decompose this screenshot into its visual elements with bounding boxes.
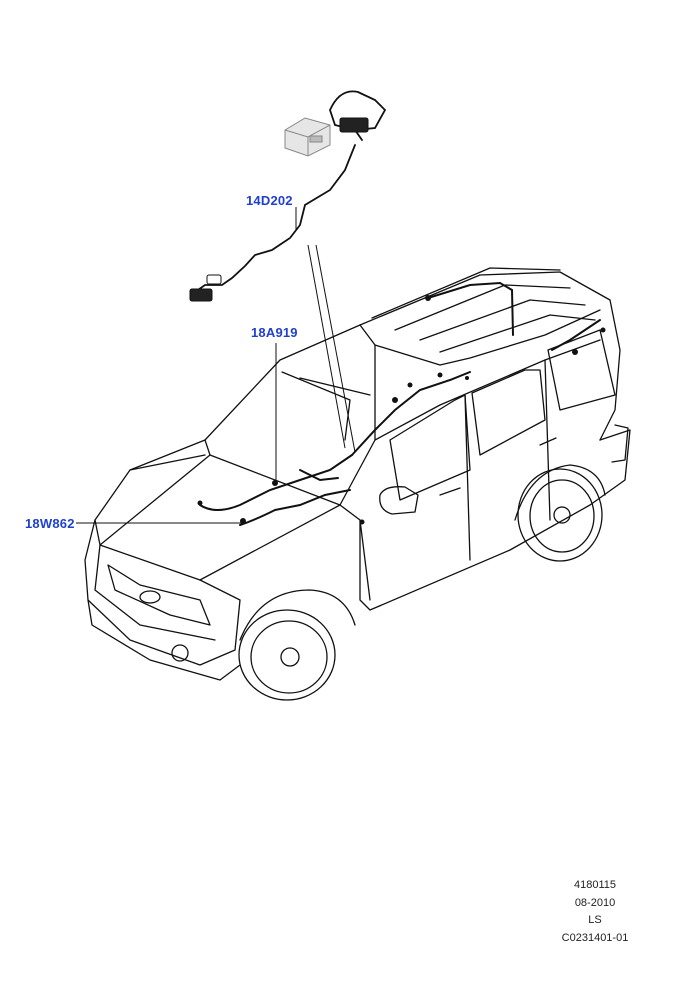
drawing-code: C0231401-01 bbox=[561, 932, 629, 944]
callout-18a919: 18A919 bbox=[251, 325, 298, 340]
callout-18w862: 18W862 bbox=[25, 516, 75, 531]
illustration-date: 08-2010 bbox=[574, 897, 616, 909]
accessory-module bbox=[284, 117, 331, 157]
illustration-number: 4180115 bbox=[573, 879, 616, 891]
vehicle-harness bbox=[199, 281, 601, 526]
callout-14d202: 14D202 bbox=[246, 193, 293, 208]
connector-block bbox=[189, 117, 369, 302]
model-code: LS bbox=[588, 914, 602, 926]
leader-lines bbox=[76, 207, 356, 524]
vehicle-outline bbox=[84, 267, 631, 701]
